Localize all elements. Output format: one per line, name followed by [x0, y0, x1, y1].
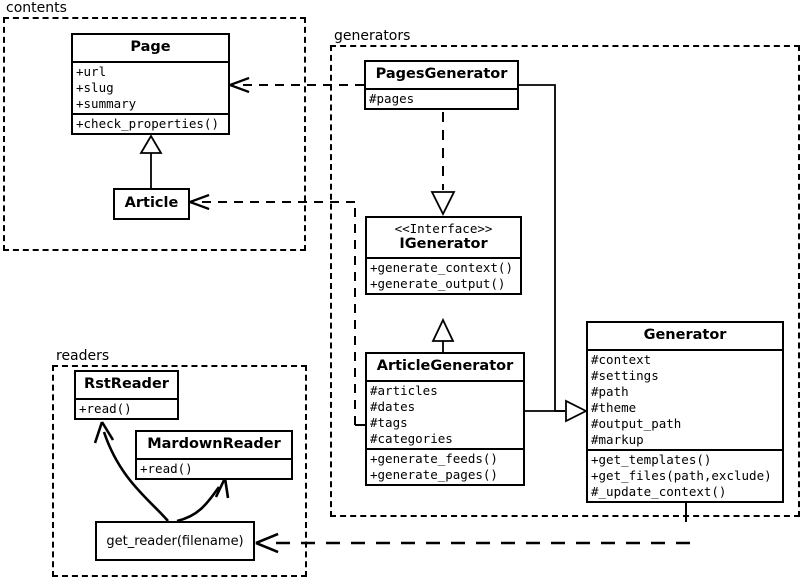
package-generators: [330, 45, 800, 517]
attribute-categories: #categories: [370, 431, 453, 446]
class-page-operations: +check_properties(): [73, 113, 228, 133]
class-page-attributes: +url +slug +summary: [73, 61, 228, 113]
class-igenerator-title: <<Interface>> IGenerator: [367, 218, 520, 257]
class-mardown-reader[interactable]: MardownReader +read(): [135, 430, 293, 480]
attribute-tags: #tags: [370, 415, 408, 430]
operation-update-context: #_update_context(): [591, 484, 727, 499]
operation-read: +read(): [140, 461, 193, 476]
class-page[interactable]: Page +url +slug +summary +check_properti…: [71, 33, 230, 135]
class-article-generator[interactable]: ArticleGenerator #articles #dates #tags …: [365, 352, 525, 486]
class-pages-generator-attributes: #pages: [366, 88, 517, 108]
attribute-settings: #settings: [591, 368, 659, 383]
class-mardown-reader-operations: +read(): [137, 458, 291, 478]
class-generator-title: Generator: [643, 327, 727, 343]
class-igenerator[interactable]: <<Interface>> IGenerator +generate_conte…: [365, 216, 522, 295]
class-generator-attributes: #context #settings #path #theme #output_…: [588, 349, 782, 449]
attribute-dates: #dates: [370, 399, 416, 414]
attribute-summary: +summary: [76, 96, 137, 111]
class-rst-reader[interactable]: RstReader +read(): [74, 370, 179, 420]
class-igenerator-operations: +generate_context() +generate_output(): [367, 257, 520, 293]
class-article-generator-operations: +generate_feeds() +generate_pages(): [367, 448, 523, 484]
package-contents: [3, 17, 306, 251]
package-label-generators: generators: [332, 28, 413, 44]
operation-get-templates: +get_templates(): [591, 452, 712, 467]
node-get-reader-label: get_reader(filename): [106, 533, 244, 549]
class-mardown-reader-title: MardownReader: [147, 436, 281, 452]
node-get-reader[interactable]: get_reader(filename): [95, 521, 255, 561]
operation-read: +read(): [79, 401, 132, 416]
operation-generate-context: +generate_context(): [370, 260, 513, 275]
attribute-articles: #articles: [370, 383, 438, 398]
operation-get-files: +get_files(path,exclude): [591, 468, 772, 483]
class-article-generator-title: ArticleGenerator: [376, 358, 514, 374]
attribute-output-path: #output_path: [591, 416, 682, 431]
class-article-title: Article: [124, 195, 179, 211]
class-pages-generator-title: PagesGenerator: [375, 66, 508, 82]
attribute-theme: #theme: [591, 400, 637, 415]
package-label-readers: readers: [54, 348, 112, 364]
class-generator[interactable]: Generator #context #settings #path #them…: [586, 321, 784, 503]
class-pages-generator[interactable]: PagesGenerator #pages: [364, 60, 519, 110]
operation-generate-feeds: +generate_feeds(): [370, 451, 498, 466]
class-article-generator-attributes: #articles #dates #tags #categories: [367, 380, 523, 448]
attribute-path: #path: [591, 384, 629, 399]
class-rst-reader-operations: +read(): [76, 398, 177, 418]
attribute-context: #context: [591, 352, 652, 367]
attribute-slug: +slug: [76, 80, 114, 95]
attribute-pages: #pages: [369, 91, 415, 106]
attribute-url: +url: [76, 64, 107, 79]
package-readers: [52, 365, 307, 577]
class-igenerator-stereotype: <<Interface>>: [394, 221, 493, 236]
class-article[interactable]: Article: [113, 188, 190, 220]
operation-generate-pages: +generate_pages(): [370, 467, 498, 482]
class-generator-operations: +get_templates() +get_files(path,exclude…: [588, 449, 782, 501]
class-rst-reader-title: RstReader: [84, 376, 169, 392]
package-label-contents: contents: [4, 0, 69, 16]
operation-generate-output: +generate_output(): [370, 276, 506, 291]
class-page-title: Page: [130, 39, 171, 55]
attribute-markup: #markup: [591, 432, 644, 447]
operation-check-properties: +check_properties(): [76, 116, 219, 131]
class-igenerator-name: IGenerator: [399, 236, 488, 252]
